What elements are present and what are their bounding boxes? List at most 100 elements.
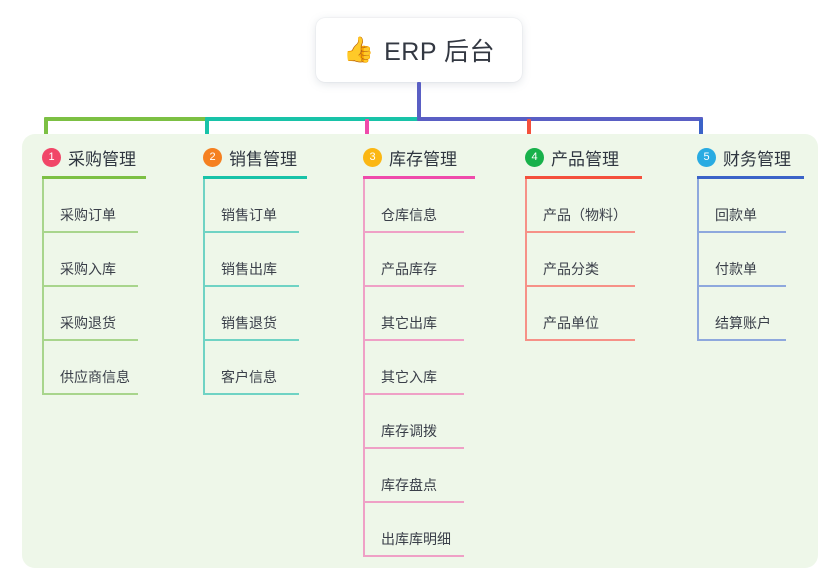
leaf-item-label: 销售退货 [221, 315, 277, 331]
leaf-item-label: 库存盘点 [381, 477, 437, 493]
leaf-item-label: 采购退货 [60, 315, 116, 331]
leaf-list-3: 仓库信息产品库存其它出库其它入库库存调拨库存盘点出库库明细 [363, 179, 464, 557]
leaf-item[interactable]: 产品库存 [363, 233, 464, 287]
connector-bar-segment-2 [205, 117, 421, 121]
leaf-item[interactable]: 其它出库 [363, 287, 464, 341]
leaf-underline [42, 339, 138, 341]
leaf-item[interactable]: 产品单位 [525, 287, 635, 341]
leaf-item[interactable]: 销售退货 [203, 287, 299, 341]
leaf-list-5: 回款单付款单结算账户 [697, 179, 786, 341]
root-node-title: ERP 后台 [384, 38, 496, 66]
leaf-item-label: 产品（物料） [543, 207, 627, 223]
leaf-list-2: 销售订单销售出库销售退货客户信息 [203, 179, 299, 395]
column-badge-4: 4 [525, 147, 544, 167]
column-rule-4 [525, 176, 642, 179]
leaf-underline [363, 501, 464, 503]
connector-bar-segment-1 [44, 117, 209, 121]
branches-panel [22, 134, 818, 568]
leaf-underline [363, 393, 464, 395]
leaf-item[interactable]: 出库库明细 [363, 503, 464, 557]
leaf-underline [363, 285, 464, 287]
leaf-underline [697, 285, 786, 287]
leaf-item-label: 销售出库 [221, 261, 277, 277]
column-title-3: 库存管理 [389, 149, 457, 169]
leaf-underline [203, 393, 299, 395]
column-2: 2 销售管理销售订单销售出库销售退货客户信息 [203, 144, 307, 395]
leaf-item[interactable]: 库存调拨 [363, 395, 464, 449]
leaf-underline [363, 339, 464, 341]
leaf-underline [525, 339, 635, 341]
leaf-item[interactable]: 销售订单 [203, 179, 299, 233]
leaf-item-label: 结算账户 [715, 315, 771, 331]
leaf-item-label: 付款单 [715, 261, 757, 277]
column-header-5[interactable]: 5 财务管理 [697, 144, 791, 170]
leaf-item[interactable]: 付款单 [697, 233, 786, 287]
leaf-item-label: 供应商信息 [60, 369, 130, 385]
leaf-item[interactable]: 库存盘点 [363, 449, 464, 503]
leaf-underline [363, 231, 464, 233]
leaf-item[interactable]: 产品（物料） [525, 179, 635, 233]
leaf-item[interactable]: 其它入库 [363, 341, 464, 395]
leaf-underline [42, 393, 138, 395]
connector-bar-segment-3 [417, 117, 703, 121]
column-rule-5 [697, 176, 804, 179]
column-header-3[interactable]: 3 库存管理 [363, 144, 457, 170]
leaf-trunk-4 [525, 179, 527, 341]
leaf-item-label: 采购订单 [60, 207, 116, 223]
leaf-item-label: 销售订单 [221, 207, 277, 223]
leaf-underline [525, 231, 635, 233]
column-title-5: 财务管理 [723, 149, 791, 169]
leaf-underline [203, 285, 299, 287]
column-rule-1 [42, 176, 146, 179]
column-5: 5 财务管理回款单付款单结算账户 [697, 144, 804, 341]
leaf-item[interactable]: 供应商信息 [42, 341, 138, 395]
leaf-item-label: 客户信息 [221, 369, 277, 385]
leaf-item[interactable]: 采购入库 [42, 233, 138, 287]
leaf-item-label: 产品分类 [543, 261, 599, 277]
leaf-item[interactable]: 采购订单 [42, 179, 138, 233]
column-title-4: 产品管理 [551, 149, 619, 169]
leaf-trunk-5 [697, 179, 699, 341]
leaf-item[interactable]: 产品分类 [525, 233, 635, 287]
leaf-underline [363, 447, 464, 449]
leaf-item-label: 出库库明细 [381, 531, 451, 547]
column-badge-2: 2 [203, 147, 222, 167]
column-3: 3 库存管理仓库信息产品库存其它出库其它入库库存调拨库存盘点出库库明细 [363, 144, 475, 557]
column-header-4[interactable]: 4 产品管理 [525, 144, 619, 170]
leaf-item-label: 库存调拨 [381, 423, 437, 439]
column-badge-5: 5 [697, 147, 716, 167]
leaf-list-4: 产品（物料） 产品分类产品单位 [525, 179, 635, 341]
leaf-item-label: 产品单位 [543, 315, 599, 331]
leaf-item-label: 产品库存 [381, 261, 437, 277]
leaf-underline [203, 231, 299, 233]
leaf-item[interactable]: 客户信息 [203, 341, 299, 395]
root-stem-connector [417, 82, 421, 120]
leaf-underline [42, 231, 138, 233]
column-rule-2 [203, 176, 307, 179]
thumbs-up-icon: 👍 [342, 35, 375, 64]
leaf-item[interactable]: 销售出库 [203, 233, 299, 287]
leaf-item[interactable]: 结算账户 [697, 287, 786, 341]
column-badge-3: 3 [363, 147, 382, 167]
leaf-underline [42, 285, 138, 287]
leaf-item-label: 采购入库 [60, 261, 116, 277]
leaf-item[interactable]: 仓库信息 [363, 179, 464, 233]
leaf-item-label: 其它出库 [381, 315, 437, 331]
leaf-underline [203, 339, 299, 341]
column-title-2: 销售管理 [229, 149, 297, 169]
column-header-2[interactable]: 2 销售管理 [203, 144, 297, 170]
root-node-card[interactable]: 👍 ERP 后台 [316, 18, 522, 82]
column-rule-3 [363, 176, 475, 179]
leaf-underline [697, 339, 786, 341]
column-badge-1: 1 [42, 147, 61, 167]
leaf-underline [363, 555, 464, 557]
leaf-underline [697, 231, 786, 233]
leaf-underline [525, 285, 635, 287]
leaf-trunk-2 [203, 179, 205, 395]
leaf-item[interactable]: 采购退货 [42, 287, 138, 341]
leaf-item-label: 其它入库 [381, 369, 437, 385]
leaf-item-label: 回款单 [715, 207, 757, 223]
leaf-item[interactable]: 回款单 [697, 179, 786, 233]
